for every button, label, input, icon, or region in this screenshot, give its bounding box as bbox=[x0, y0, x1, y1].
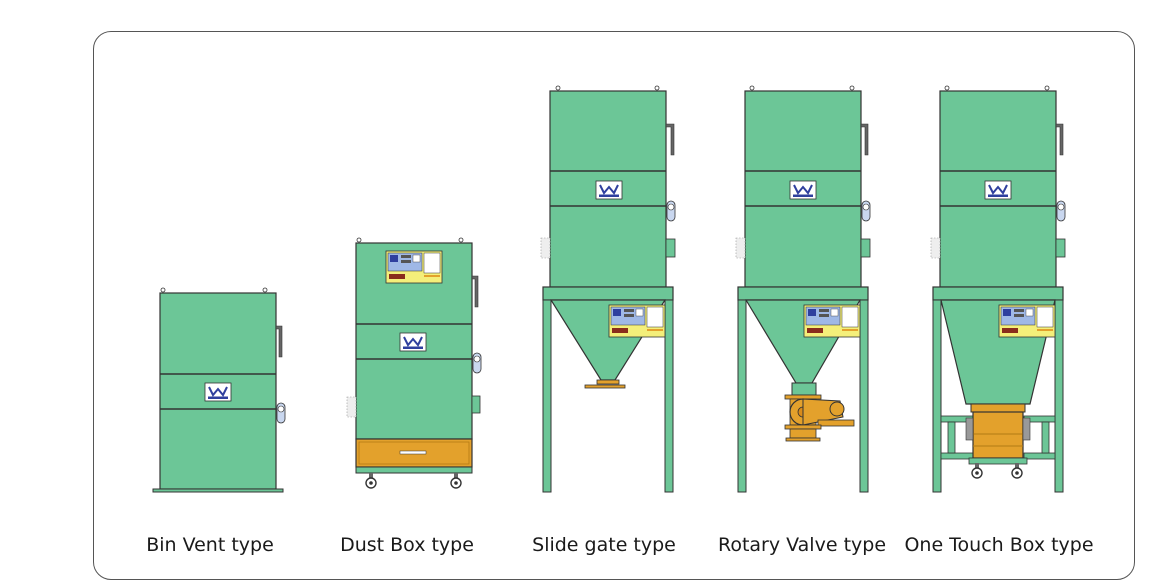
one-touch-box-unit bbox=[930, 85, 1066, 493]
caption-slide-gate: Slide gate type bbox=[532, 534, 676, 556]
diagram-frame bbox=[93, 31, 1135, 580]
dust-box-unit bbox=[346, 237, 482, 489]
rotary-valve-unit bbox=[735, 85, 871, 493]
slide-gate-unit bbox=[540, 85, 676, 493]
caption-rotary-valve: Rotary Valve type bbox=[717, 534, 887, 556]
bin-vent-unit bbox=[152, 287, 286, 493]
caption-bin-vent: Bin Vent type bbox=[146, 534, 274, 556]
caption-dust-box: Dust Box type bbox=[340, 534, 474, 556]
caption-one-touch-box: One Touch Box type bbox=[904, 534, 1094, 556]
